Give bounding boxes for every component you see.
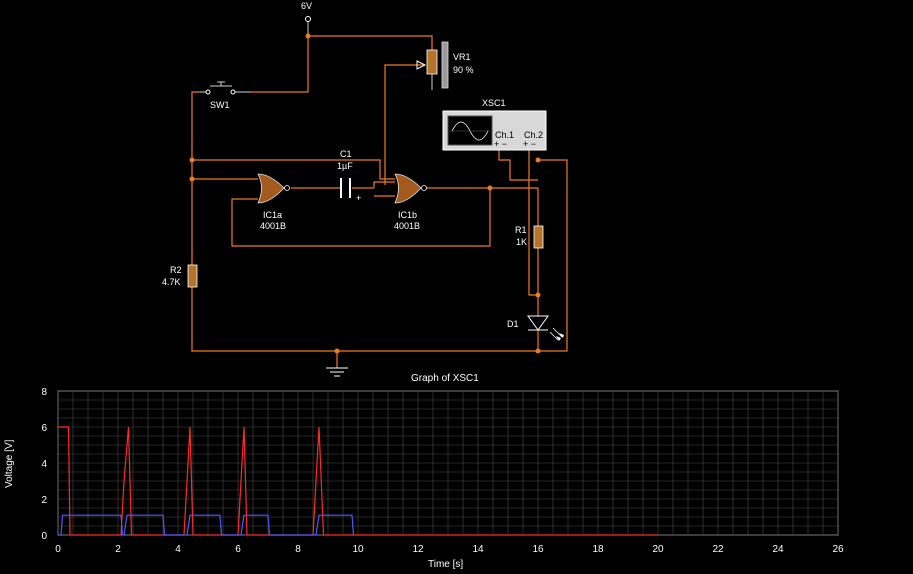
supply-terminal[interactable]: 6V <box>301 1 312 22</box>
y-tick-labels: 0 2 4 6 8 <box>41 387 47 542</box>
gate-b-label: IC1b <box>398 210 417 220</box>
r1-label: R1 <box>515 225 527 235</box>
circuit-wires <box>191 21 568 368</box>
ground-symbol <box>326 367 348 377</box>
gate-b-part: 4001B <box>394 221 420 231</box>
resistor-r1[interactable]: R1 1K <box>515 225 544 249</box>
series-line-2 <box>58 514 355 536</box>
cap-label: C1 <box>340 149 352 159</box>
x-tick-label: 6 <box>235 544 241 555</box>
r2-label: R2 <box>170 265 182 275</box>
scope-label: XSC1 <box>482 98 506 108</box>
scope-ch2-polarity: + − <box>523 139 536 149</box>
plot-series <box>58 426 658 536</box>
x-axis-label: Time [s] <box>428 559 463 570</box>
x-tick-label: 26 <box>832 544 844 555</box>
potentiometer-vr1[interactable]: VR1 90 % <box>416 41 474 90</box>
x-tick-label: 18 <box>592 544 604 555</box>
r2-value: 4.7K <box>162 277 181 287</box>
scope-ch1-polarity: + − <box>494 139 507 149</box>
junction-dots <box>189 33 541 354</box>
resistor-r2[interactable]: R2 4.7K <box>162 264 198 288</box>
x-tick-label: 14 <box>472 544 484 555</box>
scope-ch1-label: Ch.1 <box>495 130 514 140</box>
oscilloscope-xsc1[interactable]: XSC1 Ch.1 Ch.2 + − + − <box>442 98 547 151</box>
x-tick-label: 20 <box>652 544 664 555</box>
pot-label: VR1 <box>453 52 471 62</box>
supply-label: 6V <box>301 1 312 11</box>
x-tick-label: 2 <box>115 544 121 555</box>
y-tick-label: 6 <box>41 423 47 434</box>
y-tick-label: 0 <box>41 531 47 542</box>
y-tick-label: 8 <box>41 387 47 398</box>
x-tick-label: 16 <box>532 544 544 555</box>
x-tick-label: 10 <box>352 544 364 555</box>
r1-value: 1K <box>516 237 527 247</box>
led-d1[interactable]: D1 <box>507 315 564 341</box>
cap-plus: + <box>356 193 361 203</box>
x-tick-label: 22 <box>712 544 724 555</box>
x-tick-label: 24 <box>772 544 784 555</box>
pot-value: 90 % <box>453 65 474 75</box>
x-tick-label: 4 <box>175 544 181 555</box>
x-tick-label: 0 <box>55 544 61 555</box>
capacitor-c1[interactable]: C1 1µF + <box>337 149 361 203</box>
nor-gate-ic1a[interactable]: IC1a 4001B <box>257 173 290 231</box>
x-tick-label: 8 <box>295 544 301 555</box>
x-tick-label: 12 <box>412 544 424 555</box>
y-axis-label: Voltage [V] <box>4 439 15 488</box>
y-tick-label: 2 <box>41 495 47 506</box>
gate-a-part: 4001B <box>260 221 286 231</box>
led-label: D1 <box>507 319 519 329</box>
cap-value: 1µF <box>337 161 353 171</box>
graph-title: Graph of XSC1 <box>411 373 479 384</box>
nor-gate-ic1b[interactable]: IC1b 4001B <box>394 173 427 231</box>
y-tick-label: 4 <box>41 459 47 470</box>
switch-label: SW1 <box>210 100 230 110</box>
scope-ch2-label: Ch.2 <box>524 130 543 140</box>
switch-sw1[interactable]: SW1 <box>200 81 250 110</box>
gate-a-label: IC1a <box>263 210 282 220</box>
